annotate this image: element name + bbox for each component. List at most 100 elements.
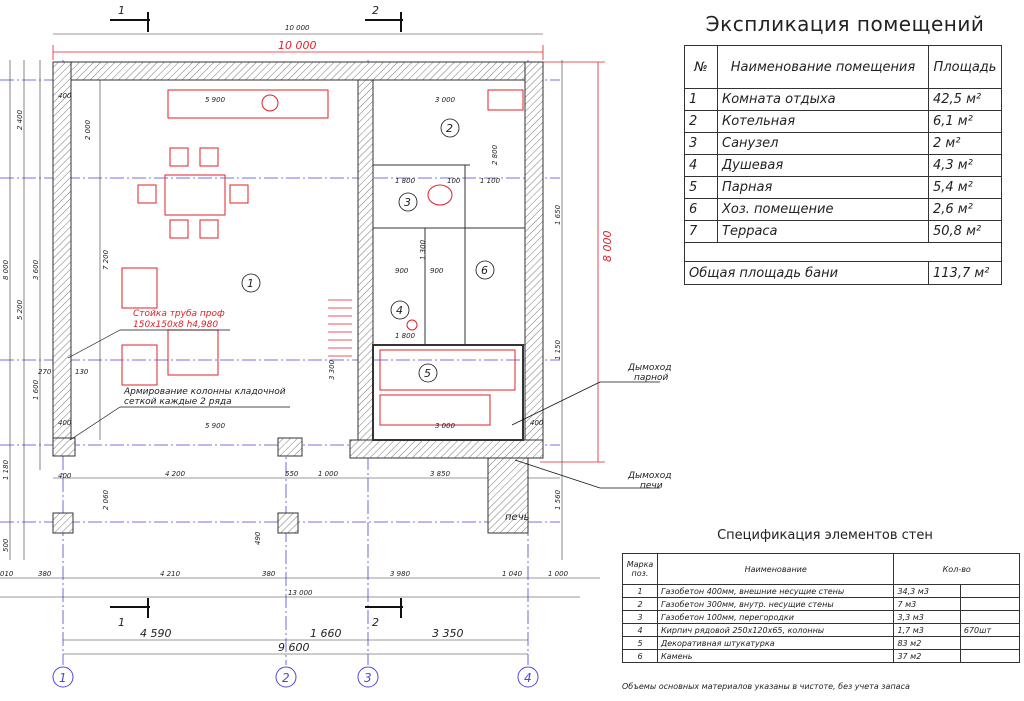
leaders: [67, 329, 660, 489]
chimney-sauna-label-2: парной: [634, 373, 669, 383]
row-number: 3: [684, 132, 718, 155]
dim-2800: 2 800: [491, 144, 499, 165]
dim-3600: 3 600: [32, 259, 40, 280]
axis-2-label: 2: [282, 671, 290, 685]
dim-2060: 2 060: [102, 489, 110, 510]
row-number: 6: [684, 198, 718, 221]
spec-extra: [959, 649, 1021, 663]
spec-header-name: Наименование: [656, 553, 895, 585]
spec-name: Газобетон 100мм, перегородки: [656, 610, 895, 624]
axis-4-label: 4: [524, 671, 532, 685]
dim-3300: 3 300: [328, 359, 336, 380]
section-marks: [110, 12, 403, 618]
walls: [52, 61, 544, 534]
dim-5900-bottom: 5 900: [205, 422, 226, 430]
dim-400-c: 400: [58, 472, 72, 480]
specification-note: Объемы основных материалов указаны в чис…: [622, 682, 910, 691]
dim-9600: 9 600: [278, 641, 310, 654]
dim-7200: 7 200: [102, 249, 110, 270]
dim-3350: 3 350: [432, 627, 464, 640]
axis-bubbles: [52, 666, 539, 688]
row-number: 7: [684, 220, 718, 243]
spec-name: Газобетон 300мм, внутр. несущие стены: [656, 597, 895, 611]
red-dimensions: [52, 45, 605, 463]
dim-900-a: 900: [395, 267, 409, 275]
chimney-stove-label-1: Дымоход: [627, 471, 672, 481]
spec-mark: 2: [622, 597, 658, 611]
room-5-number: 5: [424, 367, 431, 380]
dim-1040: 1 040: [502, 570, 523, 578]
dim-380-a: 380: [38, 570, 52, 578]
dim-1600: 1 600: [32, 379, 40, 400]
room-area: 4,3 м²: [928, 154, 1002, 177]
room-name: Хоз. помещение: [717, 198, 929, 221]
stove-label: печь: [505, 512, 530, 523]
specification-title: Спецификация элементов стен: [717, 528, 933, 543]
dim-10000-top: 10 000: [285, 24, 310, 32]
section-2-top: 2: [372, 4, 379, 17]
spec-name: Декоративная штукатурка: [656, 636, 895, 650]
dim-1150: 1 150: [554, 339, 562, 360]
dim-13000: 13 000: [288, 589, 313, 597]
dim-1300: 1 300: [419, 239, 427, 260]
room-area: 5,4 м²: [928, 176, 1002, 199]
spec-header-qty: Кол-во: [893, 553, 1020, 585]
dim-1000-right: 1 000: [548, 570, 569, 578]
dim-010: 010: [0, 570, 14, 578]
dim-1560: 1 560: [554, 489, 562, 510]
dim-8000-red: 8 000: [601, 231, 614, 263]
dim-5200: 5 200: [16, 299, 24, 320]
dim-3000-top: 3 000: [435, 96, 456, 104]
room-6-number: 6: [481, 264, 488, 277]
spec-mark: 3: [622, 610, 658, 624]
reinforce-label-1: Армирование колонны кладочной: [123, 387, 286, 397]
room-name: Комната отдыха: [717, 88, 929, 111]
spec-qty: 1,7 м3: [893, 623, 961, 637]
dim-900-b: 900: [430, 267, 444, 275]
dim-1800-b: 1 800: [395, 332, 416, 340]
room-markers: [241, 118, 495, 383]
room-name: Душевая: [717, 154, 929, 177]
chimney-stove-label-2: печи: [640, 481, 663, 491]
spec-mark: 6: [622, 649, 658, 663]
spec-qty: 83 м2: [893, 636, 961, 650]
room-area: 2,6 м²: [928, 198, 1002, 221]
reinforce-label-2: сеткой каждые 2 ряда: [124, 397, 232, 407]
dim-1180: 1 180: [2, 459, 10, 480]
dim-1100: 1 100: [480, 177, 501, 185]
dim-1650: 1 650: [554, 204, 562, 225]
dim-500: 500: [2, 538, 10, 552]
dim-400-a: 400: [58, 92, 72, 100]
dim-4200: 4 200: [165, 470, 186, 478]
dim-1660: 1 660: [310, 627, 342, 640]
spec-qty: 37 м2: [893, 649, 961, 663]
dim-100: 100: [447, 177, 461, 185]
dim-3980: 3 980: [390, 570, 411, 578]
axis-3-label: 3: [364, 671, 372, 685]
spec-extra: [959, 636, 1021, 650]
row-number: 4: [684, 154, 718, 177]
explication-title: Экспликация помещений: [705, 12, 985, 36]
dim-4590: 4 590: [140, 627, 172, 640]
explication-header-number: №: [684, 45, 718, 89]
dim-1800-a: 1 800: [395, 177, 416, 185]
spec-extra: [959, 584, 1021, 598]
section-2-bottom: 2: [372, 616, 379, 629]
column-post-label-2: 150х150х8 h4,980: [133, 320, 218, 330]
spec-mark: 1: [622, 584, 658, 598]
row-number: 2: [684, 110, 718, 133]
table-row-empty: [684, 242, 1002, 262]
dim-3850: 3 850: [430, 470, 451, 478]
spec-qty: 7 м3: [893, 597, 961, 611]
section-1-bottom: 1: [118, 616, 125, 629]
spec-extra: 670шт: [959, 623, 1021, 637]
